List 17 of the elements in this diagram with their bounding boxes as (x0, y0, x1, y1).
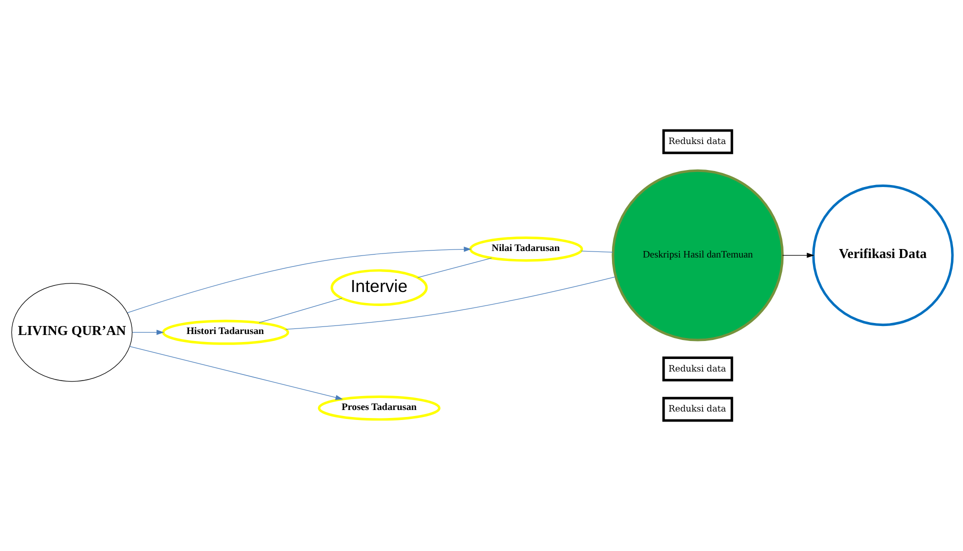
connector (284, 276, 616, 330)
node-ellipse: LIVING QUR’AN (10, 282, 132, 382)
connector (416, 258, 492, 278)
node-box: Reduksi data (662, 356, 733, 382)
node-ellipse: Nilai Tadarusan (468, 236, 583, 262)
node-box: Reduksi data (662, 396, 733, 422)
arrow (126, 246, 471, 314)
node-circle: Deskripsi Hasil danTemuan (611, 169, 784, 342)
node-ellipse: Histori Tadarusan (162, 320, 289, 345)
node-circle: Verifikasi Data (812, 184, 954, 326)
arrow (128, 346, 342, 400)
node-ellipse: Intervie (330, 269, 428, 306)
arrow (782, 252, 814, 258)
connector (258, 298, 342, 323)
node-box: Reduksi data (662, 129, 733, 154)
connector (580, 250, 613, 253)
arrow (132, 330, 164, 335)
